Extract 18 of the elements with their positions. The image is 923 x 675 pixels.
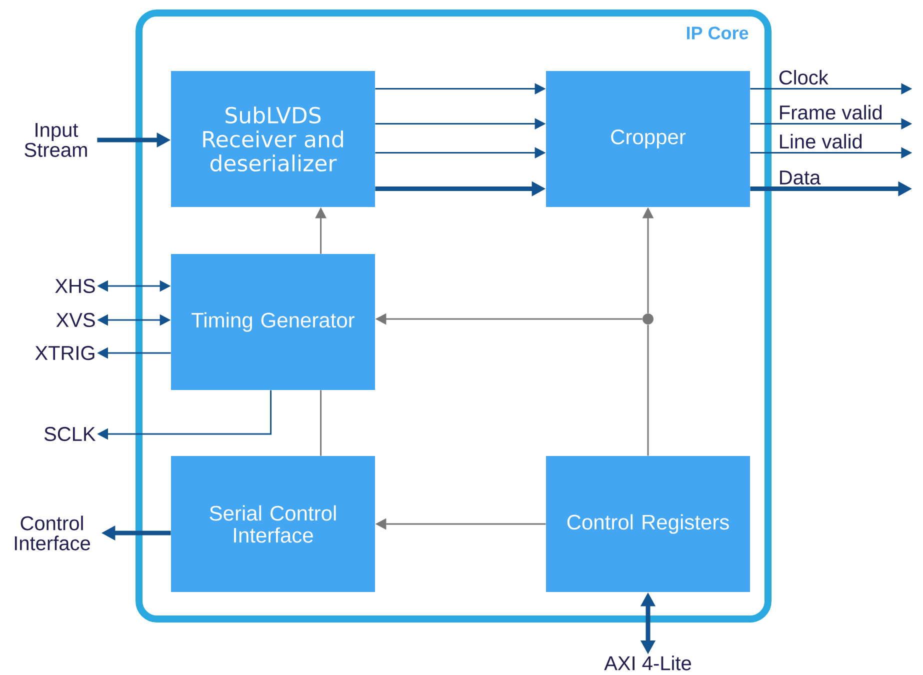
- timing-block: Timing Generator: [171, 254, 375, 390]
- signal-label: XVS: [56, 312, 95, 328]
- receiver-block: SubLVDS Receiver and deserializer: [171, 71, 375, 207]
- signal-label: Control Interface: [14, 516, 90, 550]
- signal-label: Input Stream: [24, 123, 87, 157]
- serial-block: Serial Control Interface: [171, 456, 375, 592]
- edge-label: Data: [777, 170, 822, 186]
- cropper-block: Cropper: [546, 71, 750, 207]
- signal-label: SCLK: [44, 426, 96, 442]
- edge-label: Clock: [777, 68, 830, 86]
- register-block: Control Registers: [546, 456, 750, 592]
- core-title: IP Core: [687, 26, 748, 40]
- junction-dot: [642, 314, 654, 324]
- edge-label: Line valid: [777, 132, 864, 150]
- edge-label: Frame valid: [777, 104, 884, 121]
- signal-label: XTRIG: [35, 346, 94, 360]
- signal-label: AXI 4-Lite: [604, 656, 691, 670]
- signal-label: XHS: [55, 278, 95, 294]
